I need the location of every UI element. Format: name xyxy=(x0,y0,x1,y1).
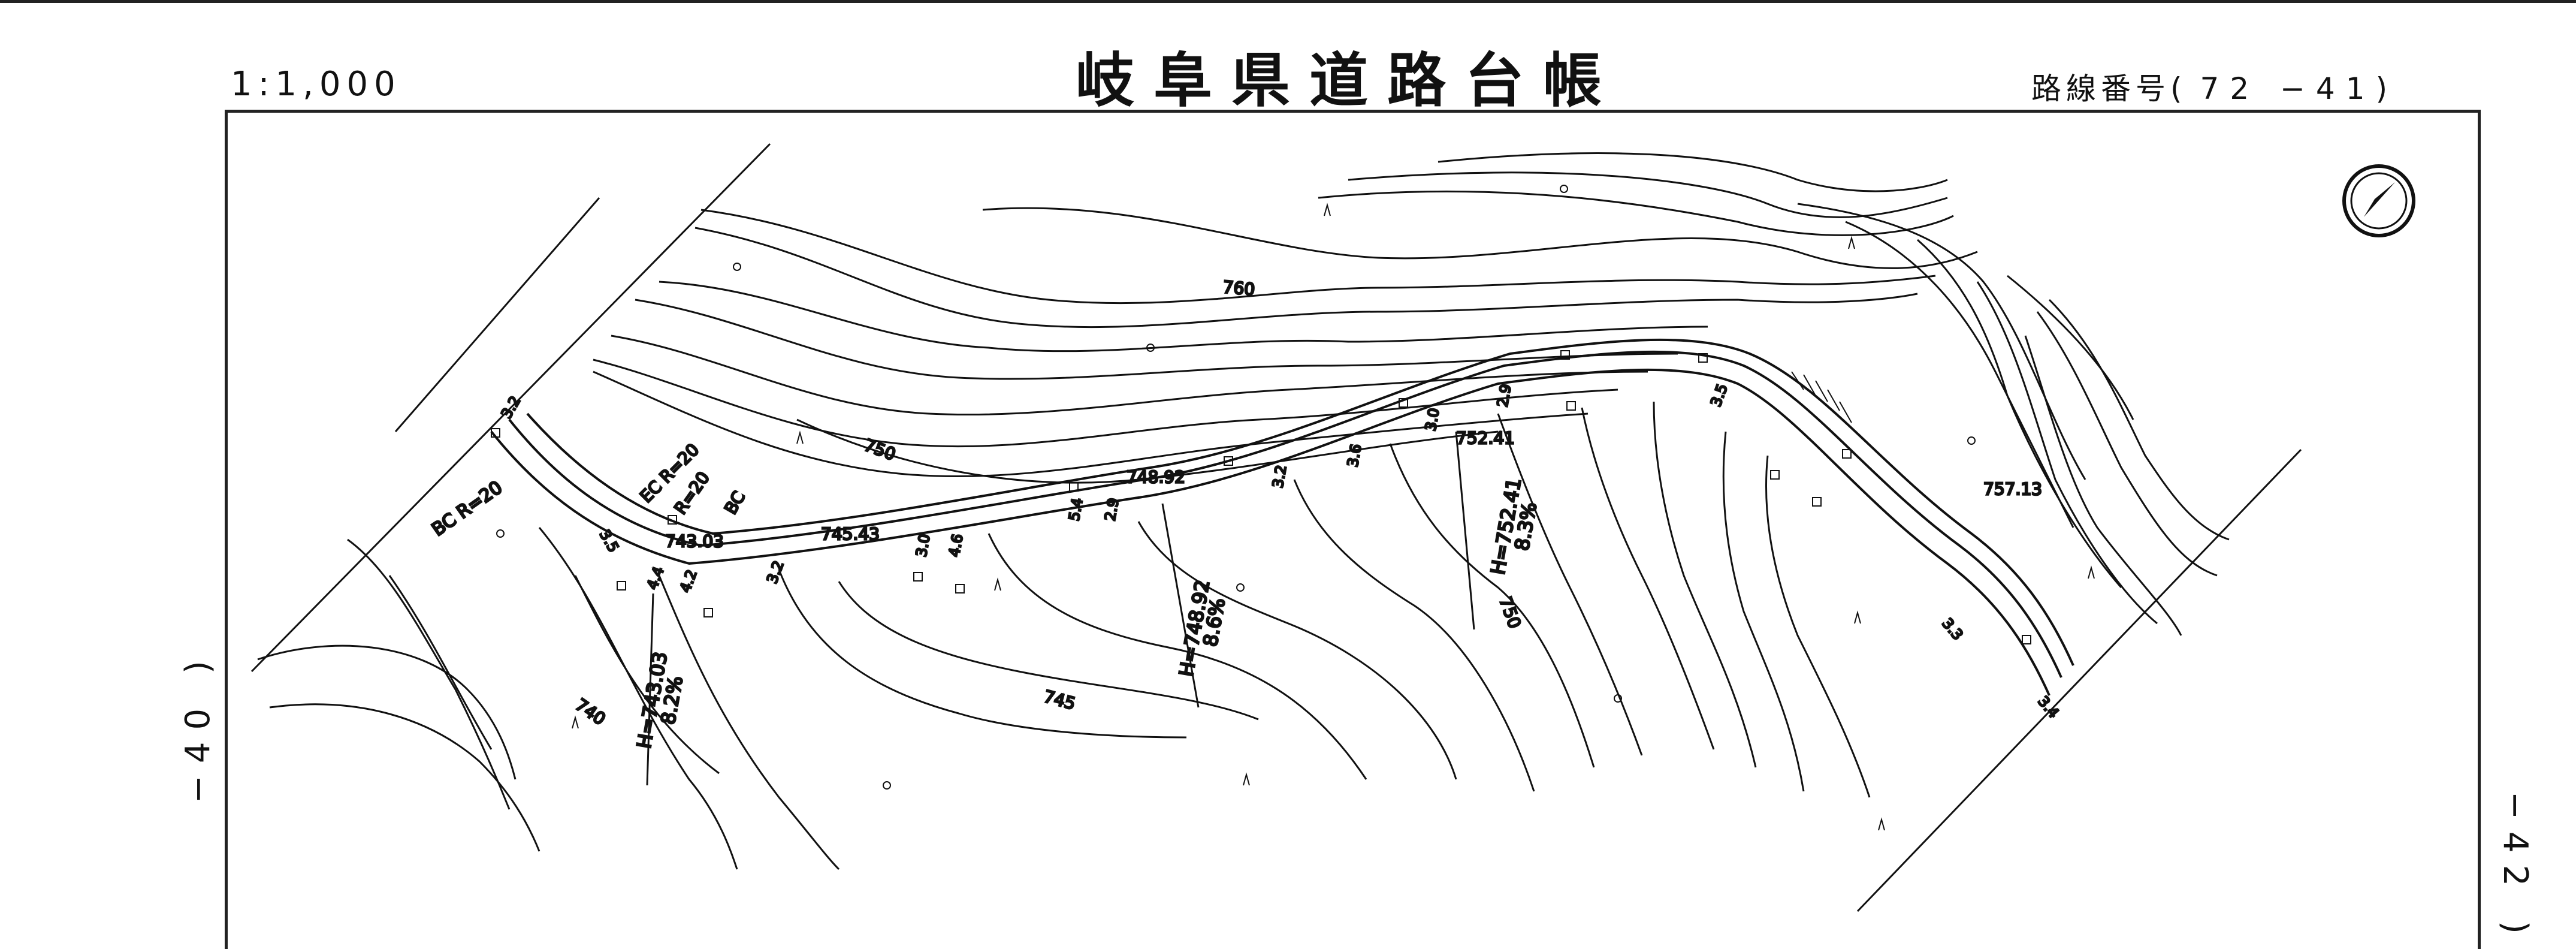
contour-lines-south xyxy=(257,401,1871,870)
grade-line-3 xyxy=(1455,431,1475,630)
width-label-11: 3.6 xyxy=(1344,443,1364,468)
width-label-10: 3.2 xyxy=(1269,464,1289,489)
route-number-label: 路線番号( 72 −41) xyxy=(2031,65,2392,108)
route-close-paren: ) xyxy=(2375,71,2393,106)
width-label-4: 4.2 xyxy=(677,568,700,595)
grade-line-1 xyxy=(646,593,654,786)
elevation-748-92: 748.92 xyxy=(1127,467,1185,487)
width-label-9: 2.9 xyxy=(1101,497,1122,522)
contour-lines-east xyxy=(1797,203,2230,636)
sheet-cut-line-left-upper xyxy=(250,143,771,673)
sheet-cut-line-right xyxy=(1856,448,2302,912)
sheet-cut-line-left-lower xyxy=(394,197,600,432)
width-label-2: 3.5 xyxy=(596,527,622,555)
grade-line-2 xyxy=(1161,503,1200,708)
elevation-745-43: 745.43 xyxy=(821,524,880,544)
contour-label-750: 750 xyxy=(862,435,899,465)
north-arrow-icon xyxy=(2342,164,2415,237)
contour-label-750-south: 750 xyxy=(1495,594,1524,631)
width-label-13: 2.9 xyxy=(1494,383,1514,408)
contour-lines-north xyxy=(593,152,1978,484)
width-label-16: 3.4 xyxy=(2034,693,2062,721)
cliff-hatching xyxy=(1791,371,1852,423)
elevation-743-03: 743.03 xyxy=(665,531,724,551)
width-label-6: 3.0 xyxy=(913,533,933,558)
curve-bc-left: BC R=20 xyxy=(428,477,506,541)
top-border-line xyxy=(0,0,2576,3)
width-label-14: 3.5 xyxy=(1707,382,1731,409)
sheet-title: 岐阜県道路台帳 xyxy=(1076,47,1621,115)
route-label: 路線番号( xyxy=(2031,71,2187,106)
width-label-7: 4.6 xyxy=(946,533,966,558)
route-number: 72 −41 xyxy=(2200,71,2376,106)
width-label-15: 3.3 xyxy=(1938,615,1966,643)
width-label-12: 3.0 xyxy=(1422,407,1442,432)
map-frame xyxy=(225,110,2481,949)
road-centerline xyxy=(490,338,2074,696)
elevation-757-13: 757.13 xyxy=(1983,479,2042,499)
contour-label-760: 760 xyxy=(1222,277,1255,300)
contour-label-745: 745 xyxy=(1041,686,1077,714)
map-scale: 1:1,000 xyxy=(231,65,401,104)
width-label-8: 5.4 xyxy=(1065,497,1086,522)
elevation-752-41: 752.41 xyxy=(1456,428,1515,448)
terrain-symbols xyxy=(491,185,2095,831)
curve-bc-mid: BC xyxy=(720,488,749,518)
